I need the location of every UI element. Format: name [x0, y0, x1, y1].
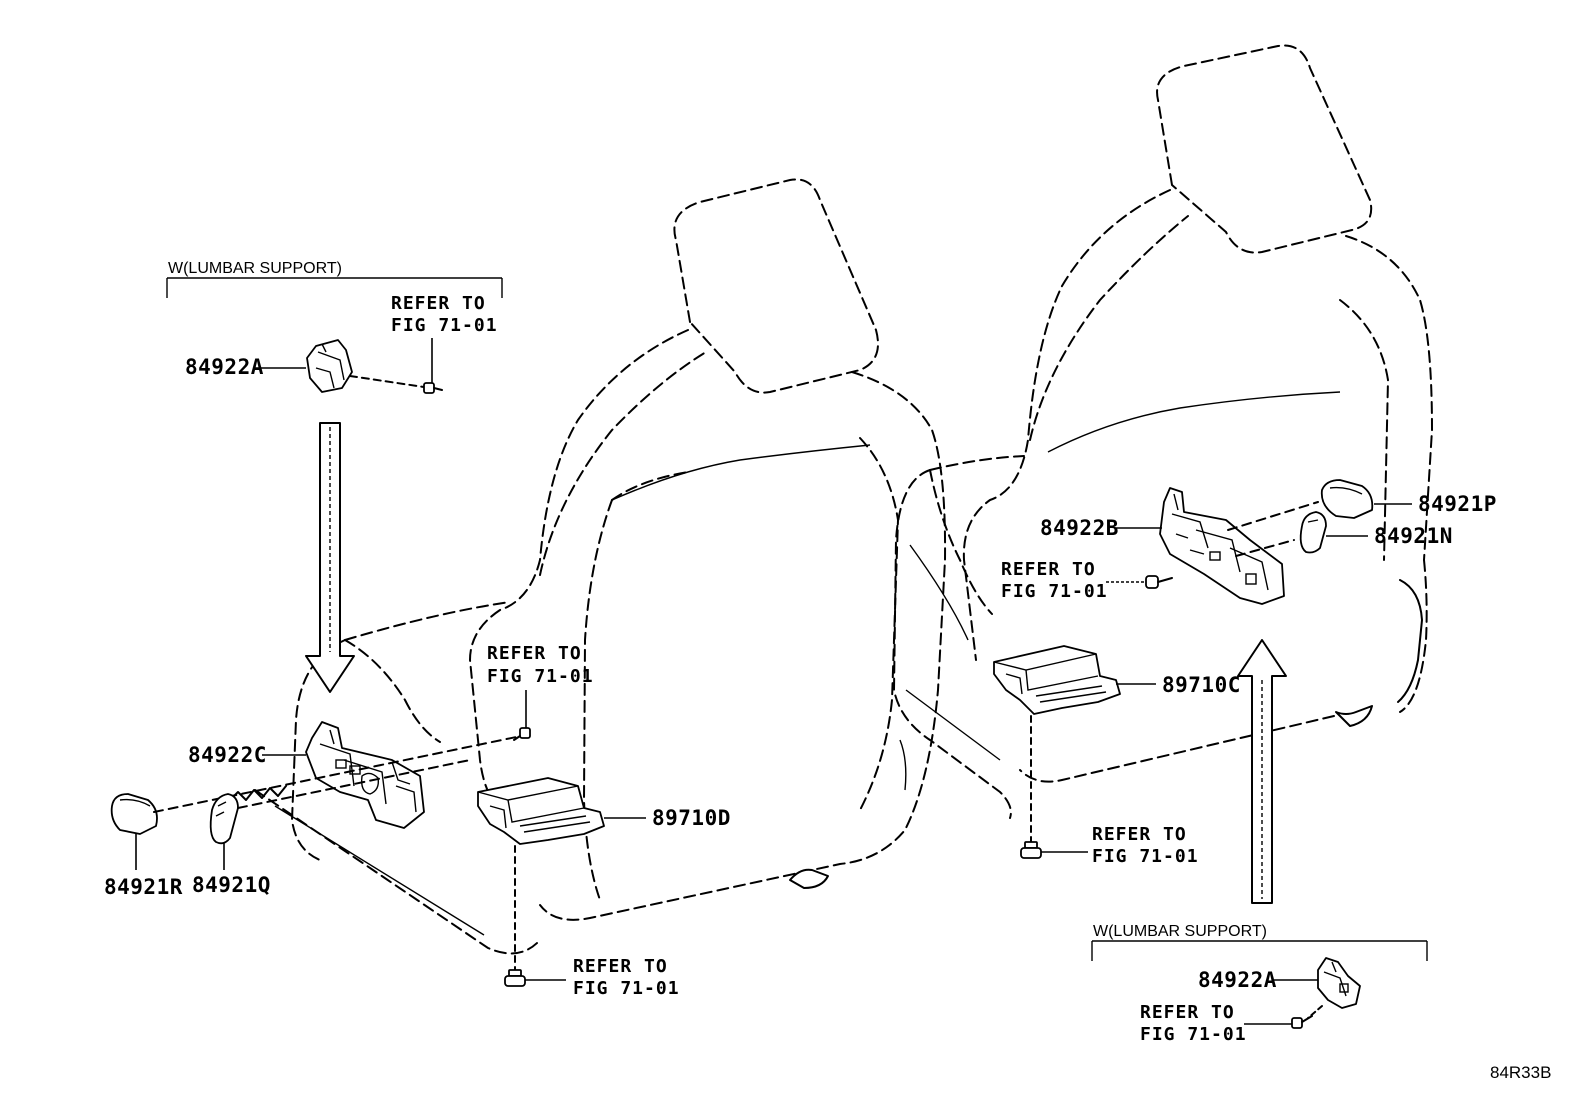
arrow-down-icon [305, 422, 355, 693]
seat-switch-84922b [1116, 487, 1319, 605]
arrow-up-icon [1237, 639, 1287, 904]
right-lumbar-bracket [1091, 940, 1428, 961]
ref-label: REFER TO [573, 956, 668, 977]
right-seat-outline [892, 44, 1434, 819]
ref-label: REFER TO [487, 643, 582, 664]
cut-line [229, 785, 287, 801]
left-lumbar-bracket [166, 277, 503, 298]
part-number-89710c: 89710C [1162, 673, 1241, 697]
lumbar-switch-84922a-bottom [1274, 957, 1361, 1019]
knob-84921r [110, 734, 527, 870]
bolt-icon [504, 969, 566, 987]
part-number-89710d: 89710D [652, 806, 731, 830]
left-seat-outline [254, 178, 947, 955]
ref-label: REFER TO [391, 293, 486, 314]
lumbar-caption-right: W(LUMBAR SUPPORT) [1093, 923, 1267, 940]
ref-label: FIG 71-01 [1140, 1024, 1247, 1045]
part-number-84921n: 84921N [1374, 524, 1453, 548]
knob-84921q [209, 759, 471, 870]
part-number-84922b: 84922B [1040, 516, 1119, 540]
ref-label: REFER TO [1092, 824, 1187, 845]
screw-icon [513, 690, 531, 741]
ecu-89710d [477, 777, 646, 971]
seat-switch-84922c [305, 721, 425, 829]
ref-label: REFER TO [1140, 1002, 1235, 1023]
screw-icon [1106, 575, 1173, 589]
screw-icon [1244, 1015, 1313, 1029]
part-number-84922a-right: 84922A [1198, 968, 1277, 992]
knob-84921p [1320, 479, 1412, 519]
part-number-84921p: 84921P [1418, 492, 1497, 516]
part-number-84921r: 84921R [104, 875, 183, 899]
part-number-84921q: 84921Q [192, 873, 271, 897]
ref-label: FIG 71-01 [1001, 581, 1108, 602]
diagram-code: 84R33B [1490, 1063, 1551, 1082]
ecu-89710c [993, 645, 1156, 843]
part-number-84922a-left: 84922A [185, 355, 264, 379]
ref-label: FIG 71-01 [1092, 846, 1199, 867]
ref-label: REFER TO [1001, 559, 1096, 580]
knob-84921n [1299, 511, 1368, 554]
bolt-icon [1020, 841, 1088, 859]
lumbar-caption-left: W(LUMBAR SUPPORT) [168, 260, 342, 277]
part-number-84922c: 84922C [188, 743, 267, 767]
screw-icon [423, 338, 443, 394]
lumbar-switch-84922a-top [306, 339, 425, 393]
ref-label: FIG 71-01 [487, 666, 594, 687]
ref-label: FIG 71-01 [573, 978, 680, 999]
ref-label: FIG 71-01 [391, 315, 498, 336]
